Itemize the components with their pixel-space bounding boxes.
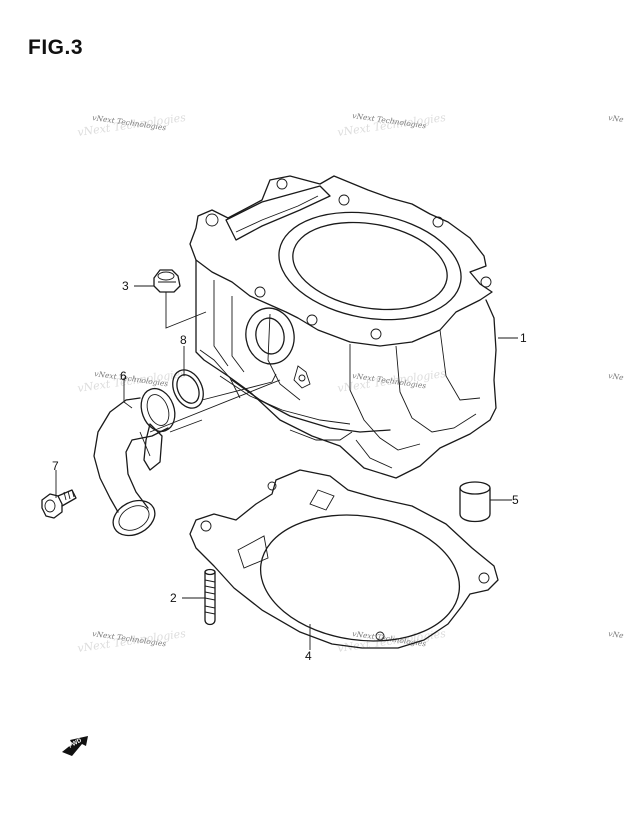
part-bolt[interactable]: [41, 489, 77, 519]
watermark-text-clipped: vNe: [608, 371, 624, 382]
part-cylinder-block[interactable]: [189, 175, 497, 479]
part-o-ring[interactable]: [167, 365, 209, 413]
assembly-lines: [149, 292, 281, 433]
callout-2: 2: [170, 591, 177, 605]
part-dowel-pin[interactable]: [459, 481, 491, 523]
fwd-arrow-icon: [62, 736, 88, 756]
callout-6: 6: [120, 369, 127, 383]
forward-direction-indicator: FWD: [62, 736, 88, 756]
callout-3: 3: [122, 279, 129, 293]
callout-7: 7: [52, 459, 59, 473]
part-base-gasket[interactable]: [189, 469, 499, 653]
callout-leaders: [55, 285, 518, 650]
callout-1: 1: [520, 331, 527, 345]
part-nut[interactable]: [153, 269, 181, 293]
callout-labels: 3 1 8 6 7 5 2 4: [52, 279, 527, 663]
part-water-inlet-pipe[interactable]: [93, 384, 181, 543]
part-stud-bolt[interactable]: [204, 568, 216, 626]
callout-4: 4: [305, 649, 312, 663]
watermark-text-clipped: vNe: [608, 629, 624, 640]
watermark-text-clipped: vNe: [608, 113, 624, 124]
callout-5: 5: [512, 493, 519, 507]
callout-8: 8: [180, 333, 187, 347]
figure-title: FIG.3: [28, 36, 84, 59]
